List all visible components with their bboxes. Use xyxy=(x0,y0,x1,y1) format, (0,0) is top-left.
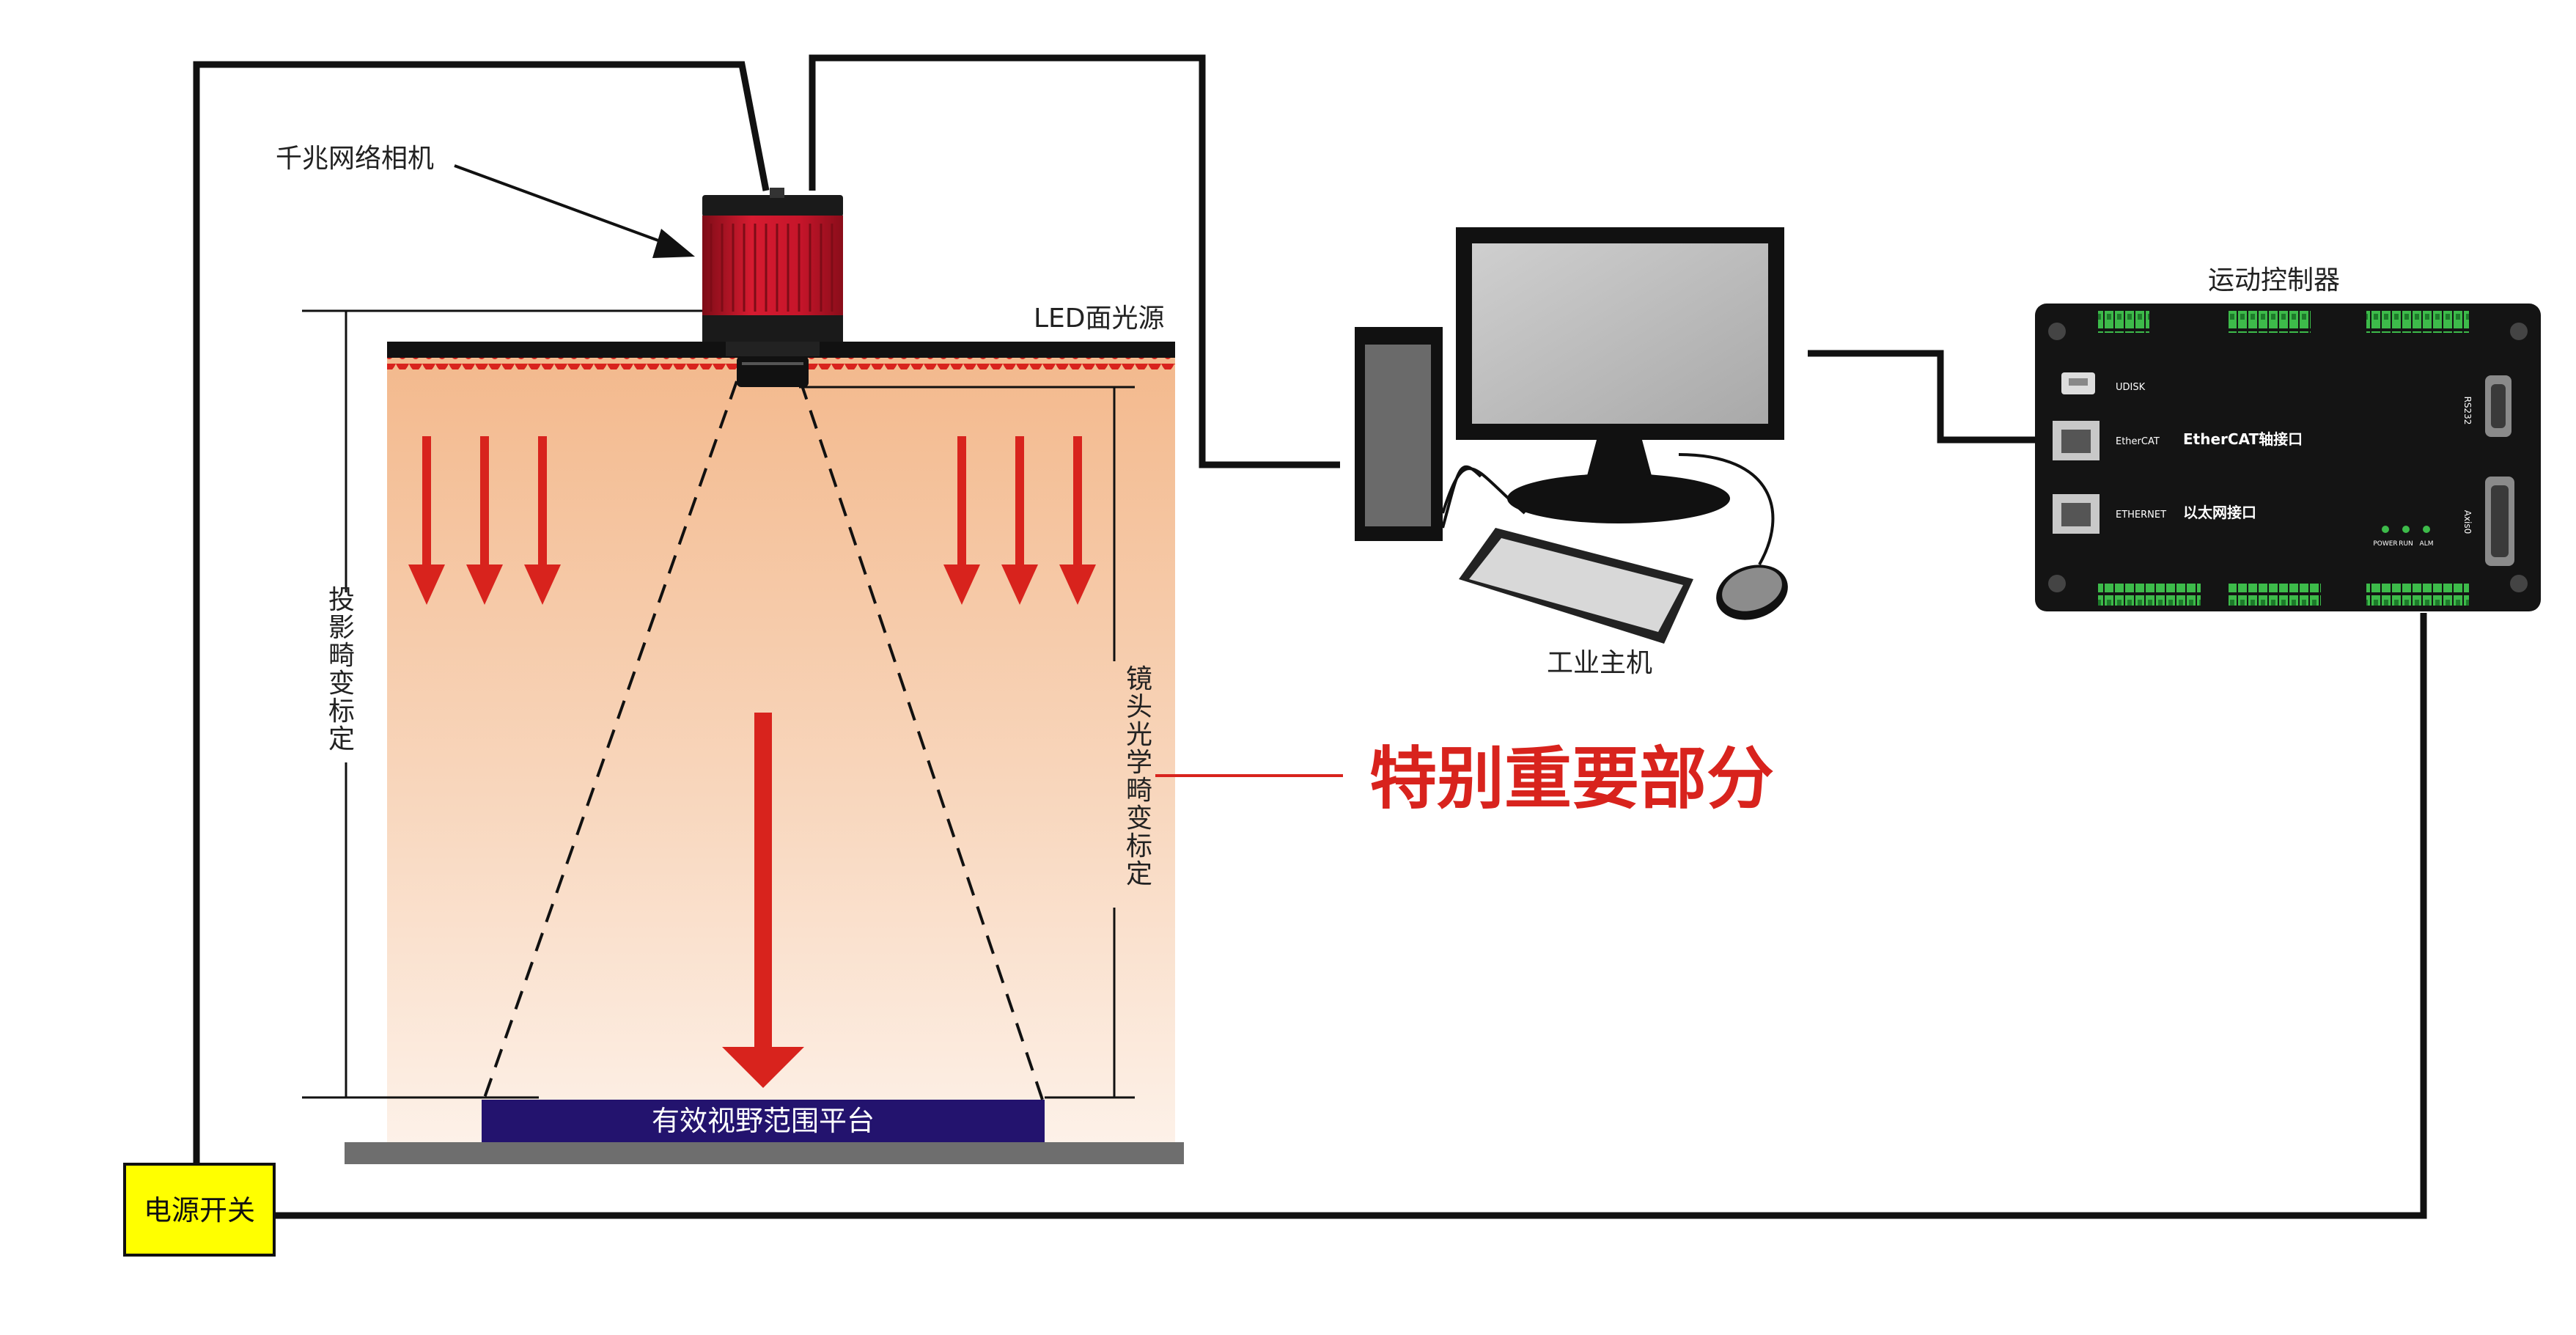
terminal-block xyxy=(2229,584,2321,606)
run-led-icon xyxy=(2402,526,2410,533)
terminal-block xyxy=(2366,584,2469,606)
terminal-block xyxy=(2229,311,2311,333)
arrow-down-icon xyxy=(943,436,980,605)
important-label: 特别重要部分 xyxy=(1369,740,1774,818)
arrow-down-icon xyxy=(466,436,503,605)
light-arrows-right xyxy=(943,436,1096,605)
terminal-block xyxy=(2098,584,2201,606)
terminal-block xyxy=(2098,311,2149,333)
field-of-view-lines xyxy=(482,380,1044,1100)
lens-calibration-char: 头 xyxy=(1126,692,1152,722)
camera-label: 千兆网络相机 xyxy=(276,144,434,174)
run-led-label: RUN xyxy=(2399,540,2413,548)
platform-label: 有效视野范围平台 xyxy=(652,1105,875,1137)
lens-calibration-char: 定 xyxy=(1126,859,1152,889)
arrow-down-icon xyxy=(408,436,445,605)
pc-controller-wire xyxy=(1808,350,2045,444)
alm-led-label: ALM xyxy=(2420,540,2434,548)
projection-calibration-dimension xyxy=(302,309,733,1099)
pc-label: 工业主机 xyxy=(1547,648,1652,678)
effective-field-platform: 有效视野范围平台 xyxy=(482,1100,1045,1142)
projection-calibration-char: 投 xyxy=(328,585,355,615)
power-switch[interactable]: 电源开关 xyxy=(123,1163,276,1257)
axis-label: Axis0 xyxy=(2462,510,2473,534)
lens-calibration-char: 镜 xyxy=(1126,664,1152,694)
pointer-arrow-icon xyxy=(652,229,695,258)
arrow-down-icon xyxy=(1001,436,1038,605)
alm-led-icon xyxy=(2423,526,2430,533)
camera-callout: 千兆网络相机 xyxy=(276,144,695,258)
ethernet-small-label: ETHERNET xyxy=(2116,510,2166,521)
controller-power-wire xyxy=(274,613,2427,1219)
led-light-area: LED面光源 xyxy=(387,304,1175,1142)
power-led-icon xyxy=(2382,526,2389,533)
ethercat-small-label: EtherCAT xyxy=(2116,436,2160,447)
lens-calibration-char: 畸 xyxy=(1126,776,1152,806)
motion-controller-icon: 运动控制器 UDISK EtherCAT EtherCAT轴接口 ETHERNE… xyxy=(2035,265,2541,611)
projection-calibration-char: 影 xyxy=(328,613,355,643)
controller-label: 运动控制器 xyxy=(2208,265,2340,295)
arrow-down-icon xyxy=(1059,436,1096,605)
arrow-down-icon xyxy=(524,436,561,605)
led-light-label: LED面光源 xyxy=(1034,304,1165,334)
projection-calibration-label: 投 影 畸 变 标 定 xyxy=(328,585,355,754)
ground-base xyxy=(345,1142,1184,1164)
udisk-label: UDISK xyxy=(2116,382,2146,393)
rs232-label: RS232 xyxy=(2462,397,2473,425)
industrial-pc-icon: 工业主机 xyxy=(1355,227,1788,678)
lens-calibration-char: 学 xyxy=(1126,748,1152,778)
lens-calibration-char: 变 xyxy=(1126,803,1152,834)
lens-calibration-label: 镜 头 光 学 畸 变 标 定 xyxy=(1126,664,1152,889)
power-led-label: POWER xyxy=(2373,540,2397,548)
ethernet-port-label: 以太网接口 xyxy=(2183,504,2256,521)
central-arrow-down-icon xyxy=(722,713,804,1088)
projection-calibration-char: 标 xyxy=(328,696,355,727)
lens-calibration-dimension xyxy=(799,386,1135,1099)
power-switch-label: 电源开关 xyxy=(144,1194,255,1226)
projection-calibration-char: 定 xyxy=(328,724,355,754)
projection-calibration-char: 畸 xyxy=(328,641,355,671)
lens-calibration-char: 标 xyxy=(1126,831,1152,861)
wiring xyxy=(193,54,2427,1219)
gigabit-camera-icon xyxy=(702,188,843,387)
terminal-block xyxy=(2366,311,2469,333)
lens-calibration-char: 光 xyxy=(1126,720,1152,750)
camera-ethernet-wire xyxy=(809,54,1340,468)
light-arrows-left xyxy=(408,436,561,605)
camera-power-wire xyxy=(193,61,770,1172)
projection-calibration-char: 变 xyxy=(328,669,355,699)
important-callout: 特别重要部分 xyxy=(1155,740,1774,818)
ethercat-port-label: EtherCAT轴接口 xyxy=(2183,430,2303,448)
